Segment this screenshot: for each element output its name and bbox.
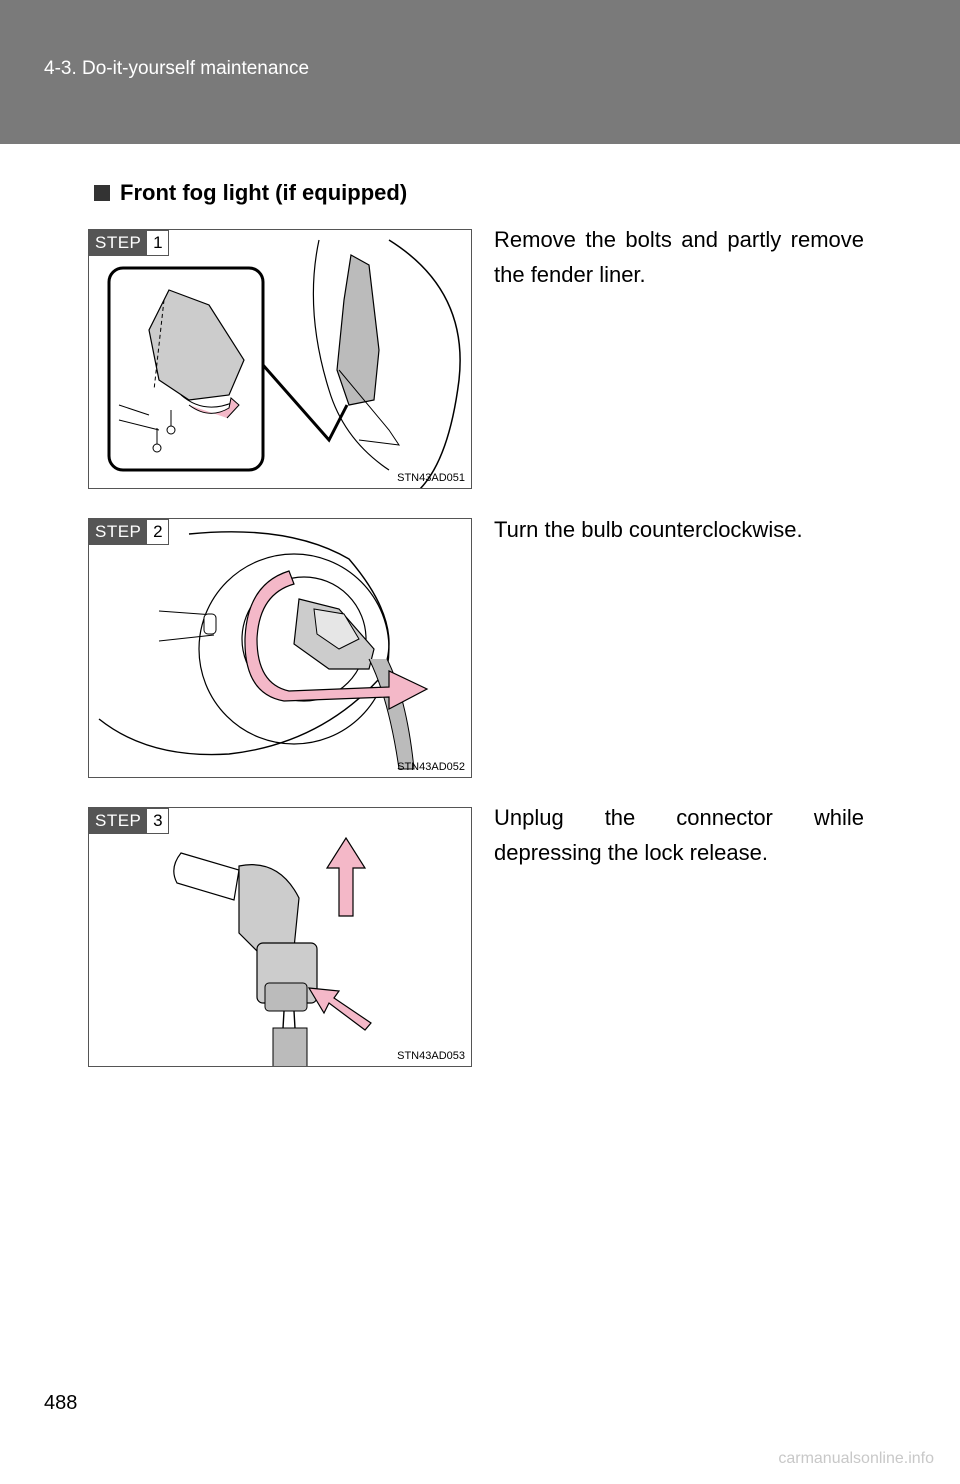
step3-tag: STEP 3 [89,808,170,834]
step3-figure: STEP 3 STN43AD053 [88,807,472,1067]
step-number: 1 [147,230,170,256]
connector-unplug-illustration [173,836,372,1066]
step-number: 3 [147,808,170,834]
watermark: carmanualsonline.info [778,1450,934,1467]
step2-figure: STEP 2 STN43AD052 [88,518,472,778]
step2-tag: STEP 2 [89,519,170,545]
figure-code: STN43AD053 [397,1050,465,1062]
heading-text: Front fog light (if equipped) [120,180,408,205]
page-number: 488 [44,1392,78,1414]
bulb-rotation-illustration [98,531,429,770]
step-label: STEP [89,808,148,834]
header-band: 4-3. Do-it-yourself maintenance [0,0,960,144]
fender-liner-illustration [107,239,461,488]
section-title: 4-3. Do-it-yourself maintenance [44,58,310,79]
step1-tag: STEP 1 [89,230,170,256]
step-label: STEP [89,230,148,256]
step3-instruction: Unplug the connector while depressing th… [494,805,864,865]
figure-code: STN43AD052 [397,761,465,773]
step1-figure: STEP 1 STN43AD051 [88,229,472,489]
subsection-heading: Front fog light (if equipped) [94,180,407,206]
step2-instruction: Turn the bulb counterclockwise. [494,517,803,542]
figure-code: STN43AD051 [397,472,465,484]
step-label: STEP [89,519,148,545]
step1-instruction: Remove the bolts and partly remove the f… [494,227,864,287]
step-number: 2 [147,519,170,545]
square-bullet-icon [94,185,110,201]
